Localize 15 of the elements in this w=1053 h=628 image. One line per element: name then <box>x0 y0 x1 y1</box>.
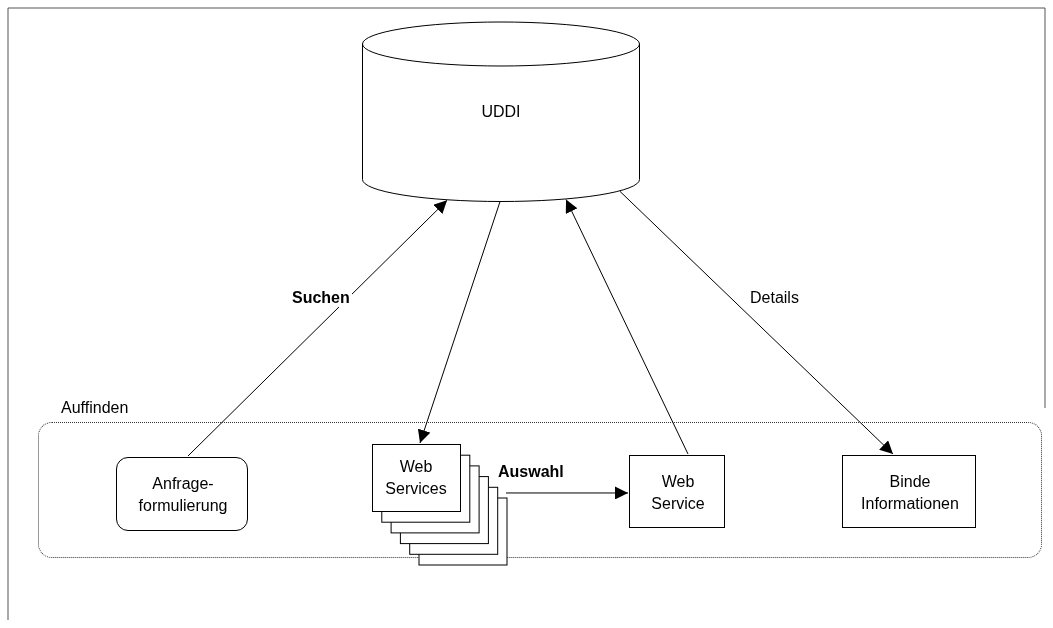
arrow <box>187 199 448 457</box>
node-label: UDDI <box>481 102 521 122</box>
node-label: Binde Informationen <box>860 471 960 514</box>
node-label: Web Services <box>384 456 448 499</box>
process-box <box>629 455 725 528</box>
process-box <box>842 455 976 528</box>
edge-label: Suchen <box>290 289 352 307</box>
group-title: Auffinden <box>61 399 129 417</box>
arrow <box>565 198 689 455</box>
node-label: Web Service <box>650 471 706 514</box>
arrow <box>417 201 501 444</box>
node-label: Anfrage- formulierung <box>137 474 229 516</box>
arrow <box>505 486 629 500</box>
process-box <box>116 457 248 531</box>
arrow <box>619 190 894 455</box>
